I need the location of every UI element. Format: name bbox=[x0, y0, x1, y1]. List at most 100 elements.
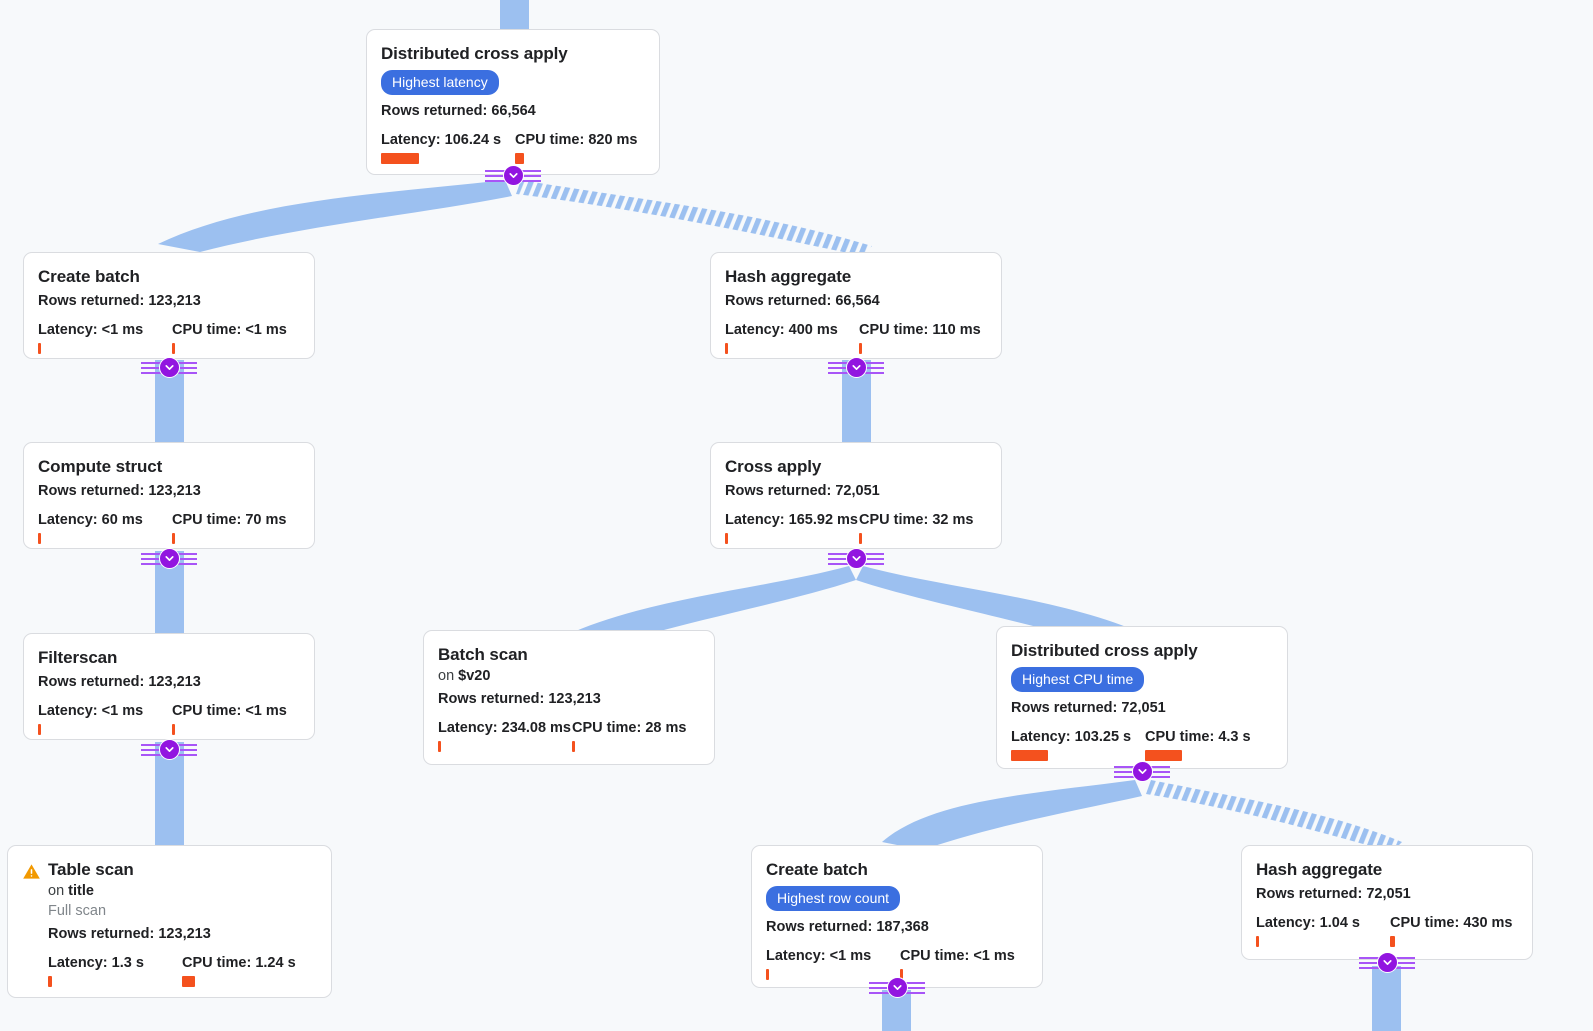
cpu-label: CPU time: 820 ms bbox=[515, 132, 638, 148]
edge-dca-to-hash-aggregate bbox=[1146, 780, 1402, 852]
node-metrics: Latency: 234.08 ms CPU time: 28 ms bbox=[438, 720, 700, 752]
node-inner: Distributed cross apply Highest latency … bbox=[381, 43, 645, 164]
plan-node-create-batch-rowcount[interactable]: Create batch Highest row count Rows retu… bbox=[751, 845, 1043, 988]
latency-label: Latency: 1.3 s bbox=[48, 955, 144, 971]
edge-root-to-create-batch bbox=[158, 180, 512, 252]
latency-label: Latency: 234.08 ms bbox=[438, 720, 571, 736]
rows-returned: Rows returned: 72,051 bbox=[1256, 886, 1411, 902]
plan-node-create-batch-left[interactable]: Create batch Rows returned: 123,213 Late… bbox=[23, 252, 315, 359]
plan-node-hash-aggregate-bottom[interactable]: Hash aggregate Rows returned: 72,051 Lat… bbox=[1241, 845, 1533, 960]
plan-node-distributed-cross-apply-cpu[interactable]: Distributed cross apply Highest CPU time… bbox=[996, 626, 1288, 769]
warning-column bbox=[22, 859, 48, 987]
toggle-create-batch-left[interactable] bbox=[141, 357, 197, 379]
toggle-distributed-cross-apply-root[interactable] bbox=[485, 165, 541, 187]
node-metrics: Latency: 103.25 s CPU time: 4.3 s bbox=[1011, 729, 1273, 761]
cpu-bar bbox=[859, 343, 862, 354]
cpu-label: CPU time: 70 ms bbox=[172, 512, 287, 528]
plan-node-cross-apply[interactable]: Cross apply Rows returned: 72,051 Latenc… bbox=[710, 442, 1002, 549]
cpu-metric: CPU time: 430 ms bbox=[1390, 915, 1513, 947]
latency-bar bbox=[766, 969, 769, 980]
latency-bar bbox=[38, 724, 41, 735]
node-body: Filterscan Rows returned: 123,213 Latenc… bbox=[38, 647, 300, 735]
chevron-down-icon[interactable] bbox=[503, 165, 524, 186]
node-body: Create batch Highest row count Rows retu… bbox=[766, 859, 1028, 980]
cpu-metric: CPU time: <1 ms bbox=[172, 703, 287, 735]
cpu-label: CPU time: <1 ms bbox=[900, 948, 1015, 964]
node-title: Filterscan bbox=[38, 648, 118, 667]
cpu-label: CPU time: 4.3 s bbox=[1145, 729, 1251, 745]
cpu-label: CPU time: <1 ms bbox=[172, 322, 287, 338]
latency-metric: Latency: 165.92 ms bbox=[725, 512, 859, 544]
chevron-down-icon[interactable] bbox=[159, 548, 180, 569]
cpu-metric: CPU time: 70 ms bbox=[172, 512, 286, 544]
cpu-metric: CPU time: 4.3 s bbox=[1145, 729, 1251, 761]
plan-node-hash-aggregate-mid[interactable]: Hash aggregate Rows returned: 66,564 Lat… bbox=[710, 252, 1002, 359]
cpu-metric: CPU time: 28 ms bbox=[572, 720, 686, 752]
latency-bar bbox=[38, 343, 41, 354]
latency-metric: Latency: <1 ms bbox=[766, 948, 900, 980]
node-body: Distributed cross apply Highest CPU time… bbox=[1011, 640, 1273, 761]
plan-node-compute-struct[interactable]: Compute struct Rows returned: 123,213 La… bbox=[23, 442, 315, 549]
cpu-bar bbox=[1145, 750, 1182, 761]
cpu-bar bbox=[572, 741, 575, 752]
node-title: Distributed cross apply bbox=[1011, 641, 1198, 660]
node-metrics: Latency: <1 ms CPU time: <1 ms bbox=[766, 948, 1028, 980]
latency-label: Latency: 103.25 s bbox=[1011, 729, 1132, 745]
scan-type: Full scan bbox=[48, 903, 107, 919]
cpu-metric: CPU time: 820 ms bbox=[515, 132, 638, 164]
plan-node-batch-scan[interactable]: Batch scan on $v20 Rows returned: 123,21… bbox=[423, 630, 715, 765]
cpu-bar bbox=[172, 533, 175, 544]
chevron-down-icon[interactable] bbox=[887, 977, 908, 998]
latency-label: Latency: 165.92 ms bbox=[725, 512, 858, 528]
node-inner: Filterscan Rows returned: 123,213 Latenc… bbox=[38, 647, 300, 735]
latency-bar bbox=[1011, 750, 1048, 761]
edge-root-to-hash-aggregate bbox=[516, 180, 872, 256]
toggle-create-batch-rowcount[interactable] bbox=[869, 977, 925, 999]
node-inner: Distributed cross apply Highest CPU time… bbox=[1011, 640, 1273, 761]
node-title: Compute struct bbox=[38, 457, 163, 476]
status-badge: Highest latency bbox=[381, 70, 499, 95]
node-inner: Table scan on title Full scan Rows retur… bbox=[22, 859, 317, 987]
rows-returned: Rows returned: 123,213 bbox=[48, 926, 211, 942]
latency-bar bbox=[48, 976, 52, 987]
plan-node-distributed-cross-apply-root[interactable]: Distributed cross apply Highest latency … bbox=[366, 29, 660, 175]
toggle-compute-struct[interactable] bbox=[141, 548, 197, 570]
rows-returned: Rows returned: 66,564 bbox=[725, 293, 880, 309]
chevron-down-icon[interactable] bbox=[1377, 952, 1398, 973]
toggle-cross-apply[interactable] bbox=[828, 548, 884, 570]
latency-label: Latency: <1 ms bbox=[766, 948, 872, 964]
latency-metric: Latency: 103.25 s bbox=[1011, 729, 1145, 761]
node-metrics: Latency: 60 ms CPU time: 70 ms bbox=[38, 512, 300, 544]
latency-label: Latency: 1.04 s bbox=[1256, 915, 1360, 931]
node-metrics: Latency: 165.92 ms CPU time: 32 ms bbox=[725, 512, 987, 544]
plan-node-filterscan[interactable]: Filterscan Rows returned: 123,213 Latenc… bbox=[23, 633, 315, 740]
toggle-distributed-cross-apply-cpu[interactable] bbox=[1114, 761, 1170, 783]
cpu-bar bbox=[182, 976, 195, 987]
node-metrics: Latency: 1.04 s CPU time: 430 ms bbox=[1256, 915, 1518, 947]
latency-bar bbox=[725, 533, 728, 544]
latency-metric: Latency: 1.04 s bbox=[1256, 915, 1390, 947]
cpu-label: CPU time: 430 ms bbox=[1390, 915, 1513, 931]
rows-returned: Rows returned: 66,564 bbox=[381, 103, 536, 119]
chevron-down-icon[interactable] bbox=[1132, 761, 1153, 782]
rows-returned: Rows returned: 72,051 bbox=[725, 483, 880, 499]
plan-node-table-scan[interactable]: Table scan on title Full scan Rows retur… bbox=[7, 845, 332, 998]
chevron-down-icon[interactable] bbox=[159, 357, 180, 378]
node-inner: Cross apply Rows returned: 72,051 Latenc… bbox=[725, 456, 987, 544]
toggle-hash-aggregate-mid[interactable] bbox=[828, 357, 884, 379]
cpu-metric: CPU time: 1.24 s bbox=[182, 955, 296, 987]
toggle-hash-aggregate-bottom[interactable] bbox=[1359, 952, 1415, 974]
latency-bar bbox=[725, 343, 728, 354]
node-metrics: Latency: 1.3 s CPU time: 1.24 s bbox=[48, 955, 317, 987]
chevron-down-icon[interactable] bbox=[846, 548, 867, 569]
node-body: Compute struct Rows returned: 123,213 La… bbox=[38, 456, 300, 544]
chevron-down-icon[interactable] bbox=[159, 739, 180, 760]
node-body: Hash aggregate Rows returned: 72,051 Lat… bbox=[1256, 859, 1518, 947]
cpu-bar bbox=[515, 153, 524, 164]
rows-returned: Rows returned: 123,213 bbox=[38, 483, 201, 499]
toggle-filterscan[interactable] bbox=[141, 739, 197, 761]
edge-root-inflow bbox=[500, 0, 529, 30]
chevron-down-icon[interactable] bbox=[846, 357, 867, 378]
latency-bar bbox=[381, 153, 419, 164]
